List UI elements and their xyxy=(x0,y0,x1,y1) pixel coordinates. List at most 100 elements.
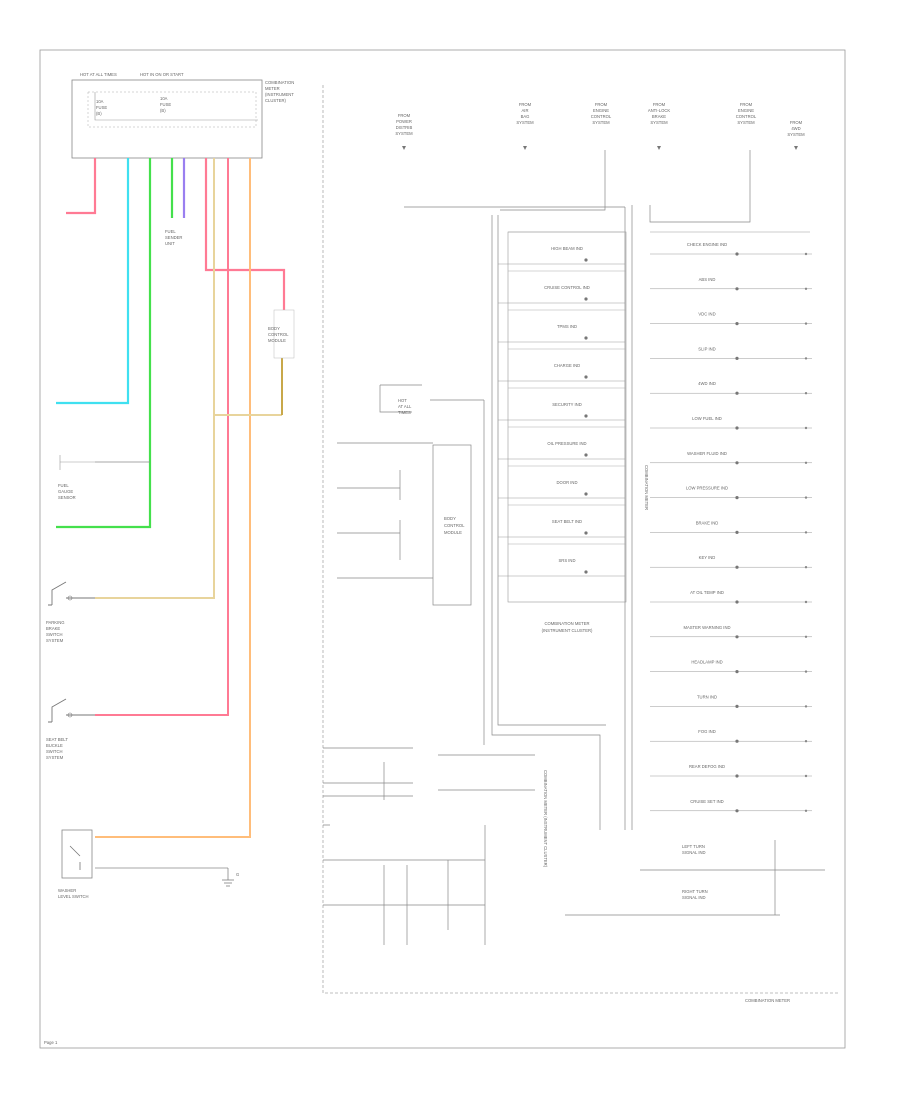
center-indicator-lamp xyxy=(584,570,588,574)
source-3-line-2: ENGINE xyxy=(593,108,609,113)
right-indicator-label: BRAKE IND xyxy=(696,520,719,525)
hot-1: HOT xyxy=(398,398,407,403)
source-6: FROM 4WD SYSTEM xyxy=(787,120,805,137)
diagram-frame xyxy=(39,49,846,1049)
center-module-3: MODULE xyxy=(444,530,462,535)
wire-cyan xyxy=(56,158,130,405)
source-4-line-3: BRAKE xyxy=(652,114,666,119)
center-indicator-label: TPMS IND xyxy=(557,324,577,329)
right-indicator-node xyxy=(804,461,808,464)
right-indicator-node xyxy=(804,670,808,673)
left-turn-1: LEFT TURN xyxy=(682,844,705,849)
right-indicator-lamp xyxy=(735,565,739,569)
right-indicator-label: 4WD IND xyxy=(698,381,716,386)
source-2-line-1: FROM xyxy=(519,102,532,107)
center-indicator-lamp xyxy=(584,258,588,262)
center-indicator-lamp xyxy=(584,336,588,340)
source-arrows xyxy=(402,146,798,150)
fuel-sender-2: SENDER xyxy=(165,235,182,240)
vertical-right-label: COMBINATION METER xyxy=(644,465,649,510)
top-module-box xyxy=(71,79,263,159)
wire-tan-1 xyxy=(95,158,215,599)
page-label: Page 1 xyxy=(44,1040,58,1045)
hot-2: AT ALL xyxy=(398,404,412,409)
hot-box xyxy=(379,384,484,413)
right-turn-1: RIGHT TURN xyxy=(682,889,708,894)
right-indicator-lamp xyxy=(735,496,739,500)
source-5-line-1: FROM xyxy=(740,102,753,107)
source-2: FROM AIR BAG SYSTEM xyxy=(516,102,534,125)
fuel-gauge-2: GAUGE xyxy=(58,489,73,494)
fuse-left-2: FUSE xyxy=(96,105,107,110)
source-6-line-2: 4WD xyxy=(791,126,800,131)
center-indicator-label: SECURITY IND xyxy=(552,402,581,407)
source-5-line-2: ENGINE xyxy=(738,108,754,113)
right-indicator-node xyxy=(804,531,808,534)
source-1: FROM POWER DISTRIB SYSTEM xyxy=(395,113,413,136)
center-module xyxy=(432,444,472,606)
fuel-sender-3: UNIT xyxy=(165,241,175,246)
right-indicator-node xyxy=(804,600,808,604)
center-indicator-lamp xyxy=(584,297,588,301)
fuse-right-2: FUSE xyxy=(160,102,171,107)
source-1-line-1: FROM xyxy=(398,113,411,118)
source-4-line-1: FROM xyxy=(653,102,666,107)
right-indicator-label: TURN IND xyxy=(697,694,717,699)
center-indicator-lamp xyxy=(584,375,588,379)
conn-left-label: HOT AT ALL TIMES xyxy=(80,72,117,77)
right-indicator-lamp xyxy=(735,426,739,430)
seat-belt-contact xyxy=(67,712,73,718)
right-indicator-node xyxy=(804,252,808,256)
right-indicator-label: HEADLAMP IND xyxy=(691,660,722,665)
right-indicator-node xyxy=(804,322,808,325)
fuel-sender-1: FUEL xyxy=(165,229,176,234)
vertical-lower-label: COMBINATION METER (INSTRUMENT CLUSTER) xyxy=(543,770,548,868)
parking-brake-4: SYSTEM xyxy=(46,638,64,643)
wire-red-3 xyxy=(95,158,229,716)
right-indicator-lamp xyxy=(735,600,739,604)
center-wiring xyxy=(323,205,825,945)
source-2-line-2: AIR xyxy=(522,108,529,113)
source-4: FROM ANTI-LOCK BRAKE SYSTEM xyxy=(648,102,671,125)
fuse-left-1: 10A xyxy=(96,99,104,104)
right-indicator-label: LOW PRESSURE IND xyxy=(686,486,728,491)
center-indicator-lamp xyxy=(584,492,588,496)
module-title-2: METER xyxy=(265,86,280,91)
fuel-gauge-1: FUEL xyxy=(58,483,69,488)
right-indicator-lamp xyxy=(735,461,739,465)
right-indicator-lamp xyxy=(735,391,739,395)
source-labels: FROM POWER DISTRIB SYSTEM FROM AIR BAG S… xyxy=(395,102,805,223)
lower-bus xyxy=(323,747,825,945)
source-3-line-1: FROM xyxy=(595,102,608,107)
module-title-3: (INSTRUMENT xyxy=(265,92,294,97)
source-4-line-2: ANTI-LOCK xyxy=(648,108,671,113)
source-1-line-2: POWER xyxy=(396,119,412,124)
center-indicator-label: HIGH BEAM IND xyxy=(551,246,583,251)
ground-label: G xyxy=(236,872,239,877)
right-indicator-label: CRUISE SET IND xyxy=(690,799,723,804)
center-indicator-lamp xyxy=(584,531,588,535)
source-3-line-3: CONTROL xyxy=(591,114,612,119)
body-control-1: BODY xyxy=(268,326,280,331)
source-6-line-1: FROM xyxy=(790,120,803,125)
center-indicator-label: CRUISE CONTROL IND xyxy=(544,285,590,290)
center-indicator-label: DOOR IND xyxy=(557,480,578,485)
right-indicator-lamp xyxy=(735,635,739,639)
fuse-link xyxy=(94,92,258,121)
bus-top xyxy=(404,205,633,830)
right-indicator-label: LOW FUEL IND xyxy=(692,416,722,421)
source-3: FROM ENGINE CONTROL SYSTEM xyxy=(591,102,612,125)
right-indicator-node xyxy=(804,705,808,708)
comb-meter-2: (INSTRUMENT CLUSTER) xyxy=(542,628,593,633)
right-indicator-lamp xyxy=(735,774,739,778)
right-indicator-node xyxy=(804,496,808,499)
cluster-boundary xyxy=(322,85,840,994)
right-turn-2: SIGNAL IND xyxy=(682,895,706,900)
wire-red-1 xyxy=(66,158,97,215)
ground-symbol xyxy=(222,868,234,887)
washer-2: LEVEL SWITCH xyxy=(58,894,89,899)
top-module-inner xyxy=(87,91,257,128)
